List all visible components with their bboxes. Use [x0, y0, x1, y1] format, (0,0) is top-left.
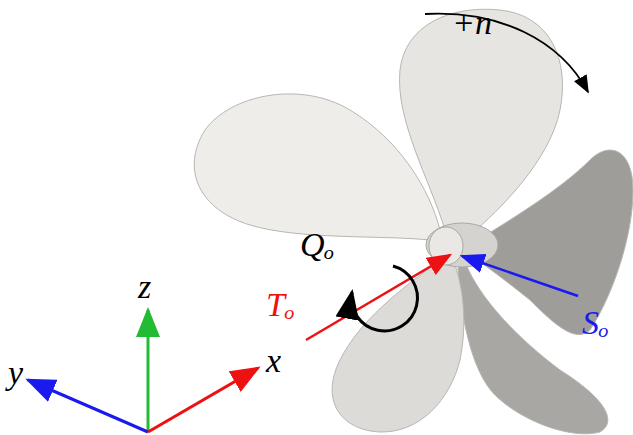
- x-axis: [148, 368, 258, 432]
- z-axis: [147, 310, 150, 432]
- axis-label: y: [8, 356, 23, 390]
- torque-arrow: [351, 266, 417, 331]
- rotation-label: +n: [452, 6, 492, 40]
- torque-label: Qₒ: [300, 228, 334, 262]
- thrust-arrow: [306, 255, 450, 340]
- thrust-label: Tₒ: [266, 288, 295, 322]
- rotation-arrow: [425, 14, 588, 92]
- propeller-blades: [194, 9, 633, 434]
- side-force-arrow: [462, 256, 578, 296]
- y-axis: [28, 380, 148, 432]
- axis-label: z: [138, 270, 151, 304]
- axis-label: x: [266, 344, 281, 378]
- side-force-label: Sₒ: [582, 306, 609, 340]
